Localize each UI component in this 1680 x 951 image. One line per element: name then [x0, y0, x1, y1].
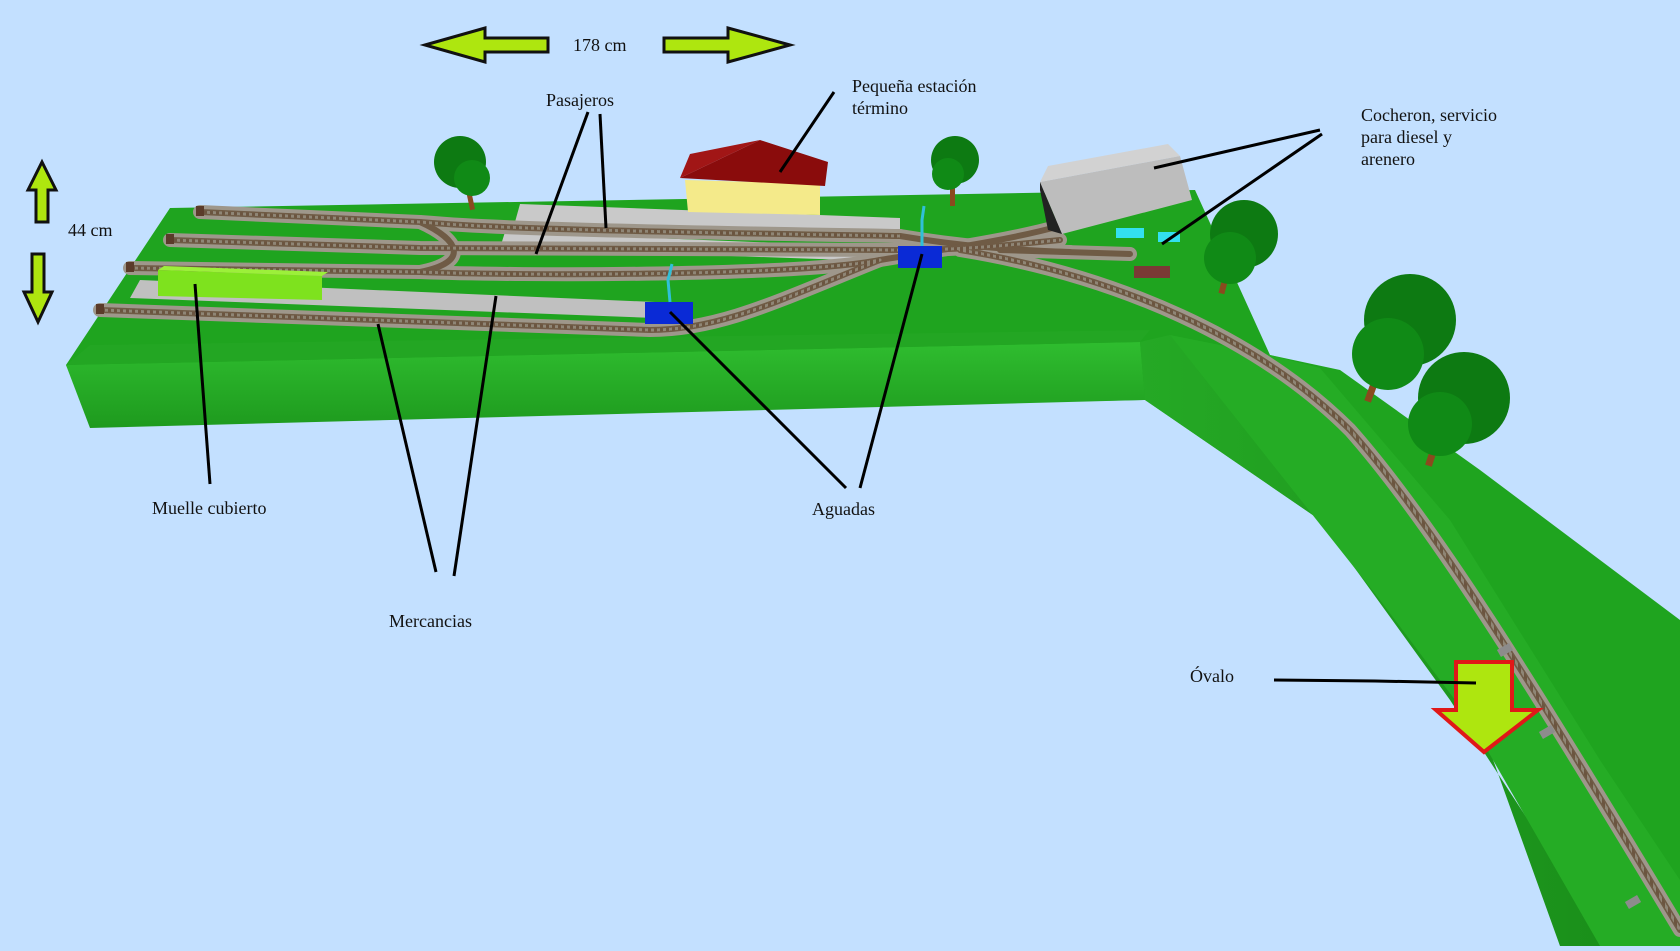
- width-arrow-right-icon: [662, 26, 796, 64]
- board-front: [66, 342, 1145, 428]
- tracks: [93, 205, 1680, 937]
- label-mercancias: Mercancias: [389, 611, 472, 631]
- curve-markers: [1496, 643, 1642, 909]
- leader-aguadas-b: [858, 253, 924, 489]
- tree: [1204, 200, 1278, 295]
- label-cocheron-line2: para diesel y: [1361, 127, 1452, 147]
- cocheron-shed: [1040, 144, 1192, 234]
- label-cocheron-line3: arenero: [1361, 149, 1415, 169]
- platform-upper: [515, 204, 900, 234]
- label-ovalo: Óvalo: [1190, 666, 1234, 686]
- label-estacion-line2: término: [852, 98, 908, 118]
- leader-cocheron-b: [1161, 132, 1323, 246]
- tree: [1408, 352, 1510, 467]
- leader-muelle: [193, 283, 212, 485]
- width-arrow-left-icon: [419, 26, 550, 64]
- ovalo-arrow-icon: [1430, 660, 1544, 755]
- buffer-stops: [96, 206, 204, 314]
- trees: [434, 136, 1510, 467]
- tree: [434, 136, 490, 211]
- leader-lines: [193, 91, 1477, 685]
- label-muelle: Muelle cubierto: [152, 498, 267, 518]
- label-cocheron-line1: Cocheron, servicio: [1361, 105, 1497, 125]
- label-estacion: Pequeña estación término: [852, 75, 976, 119]
- leader-mercancias-b: [452, 295, 498, 577]
- leader-cocheron-a: [1153, 128, 1321, 170]
- leader-ovalo: [1273, 678, 1477, 685]
- label-pasajeros: Pasajeros: [546, 90, 614, 110]
- board-leg-top: [1170, 335, 1680, 946]
- depth-dimension-label: 44 cm: [68, 220, 113, 240]
- label-aguadas: Aguadas: [812, 499, 875, 519]
- station-building: [680, 140, 828, 215]
- label-estacion-line1: Pequeña estación: [852, 76, 977, 96]
- leader-pasajeros-a: [534, 111, 590, 255]
- leader-mercancias-a: [376, 323, 438, 573]
- leader-aguadas-a: [668, 310, 848, 490]
- tree: [931, 136, 979, 206]
- depth-arrow-up-icon: [25, 158, 59, 224]
- board-leg-face: [1140, 335, 1610, 946]
- muelle-top: [158, 266, 328, 276]
- board-front-edge: [66, 330, 1150, 365]
- depth-arrow-down-icon: [21, 252, 55, 326]
- diesel-service-2: [1158, 232, 1180, 242]
- leader-estacion: [778, 91, 836, 173]
- arenero: [1134, 266, 1170, 278]
- width-dimension-label: 178 cm: [573, 35, 627, 55]
- label-cocheron: Cocheron, servicio para diesel y arenero: [1361, 104, 1497, 170]
- tree: [1352, 274, 1456, 403]
- leader-pasajeros-b: [598, 113, 608, 229]
- muelle-cubierto: [158, 270, 322, 300]
- diesel-service: [1116, 228, 1144, 238]
